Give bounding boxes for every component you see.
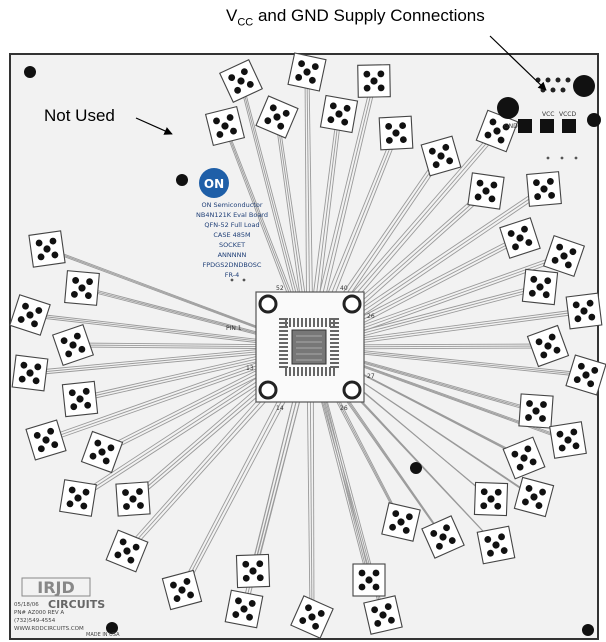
connector-socket — [526, 171, 562, 207]
vcc-arrow — [489, 35, 547, 91]
connector-socket — [51, 323, 95, 367]
mounting-hole — [582, 624, 594, 636]
mounting-hole — [176, 174, 188, 186]
connector-socket — [352, 563, 386, 597]
connector-socket — [502, 436, 546, 480]
connector-socket — [467, 172, 505, 210]
connector-socket — [287, 52, 327, 92]
connector-socket — [381, 502, 421, 542]
pin-label: 26 — [367, 313, 375, 320]
connector-socket — [80, 430, 124, 474]
connector-socket — [513, 476, 555, 518]
pin-label: 52 — [276, 285, 284, 292]
connector-socket — [161, 569, 203, 611]
supply-pad-vccd — [562, 119, 576, 133]
board-label-line: FR-4 — [225, 271, 239, 279]
board-label-line: CASE 485M — [213, 231, 250, 239]
qfn-pattern — [296, 335, 322, 361]
supply-hole — [573, 75, 595, 97]
connector-socket — [25, 419, 67, 461]
connector-socket — [565, 292, 603, 330]
trace-lines — [27, 69, 589, 620]
connector-socket — [476, 525, 516, 565]
connector-socket — [11, 354, 49, 392]
small-dots — [230, 156, 578, 282]
mounting-hole — [410, 462, 422, 474]
supply-hole — [497, 97, 519, 119]
connector-socket — [357, 64, 391, 98]
connector-socket — [290, 595, 334, 639]
connector-socket — [61, 380, 99, 418]
notused-arrow — [135, 117, 173, 135]
connector-socket — [521, 268, 559, 306]
vcc-gnd-annotation: VCC and GND Supply Connections — [226, 6, 485, 28]
connector-socket — [473, 481, 509, 517]
pin-label: PIN 1 — [226, 325, 242, 332]
chip-pins — [279, 318, 339, 376]
footer-line: WWW.RDDCIRCUITS.COM — [14, 626, 84, 632]
connector-socket — [542, 234, 586, 278]
socket-mount-holes — [258, 294, 362, 400]
pin-label: 26 — [340, 405, 348, 412]
pad-label-gnd: GND — [504, 123, 518, 130]
connector-socket — [64, 270, 100, 306]
board-label-line: SOCKET — [219, 241, 245, 249]
board-label-line: ANNNNN — [218, 251, 247, 259]
connector-socket — [204, 105, 246, 147]
connector-socket — [224, 589, 264, 629]
qfn-package — [291, 329, 327, 365]
pad-label-vccd: VCCD — [559, 111, 576, 118]
maker-name: CIRCUITS — [48, 598, 105, 611]
on-logo — [199, 168, 229, 198]
connector-socket — [549, 421, 587, 459]
connector-socket — [115, 481, 151, 517]
mounting-hole — [24, 66, 36, 78]
not-used-annotation: Not Used — [44, 106, 115, 125]
connector-socket — [378, 115, 414, 151]
connector-socket — [28, 230, 66, 268]
connector-socket — [59, 479, 97, 517]
board-label-line: FPDGS2DNDBOSC — [203, 261, 262, 269]
pin-label: 27 — [367, 373, 375, 380]
connector-socket — [565, 354, 606, 396]
supply-pad-gnd — [518, 119, 532, 133]
board-label-line: QFN-52 Full Load — [204, 221, 259, 229]
connector-socket — [255, 95, 299, 139]
maker-logo-text: IRJD — [37, 578, 75, 597]
connector-socket — [518, 393, 554, 429]
connector-socket — [526, 324, 570, 368]
pin-label: 40 — [340, 285, 348, 292]
board-label-line: NB4N121K Eval Board — [196, 211, 268, 219]
pin-label: 14 — [276, 405, 284, 412]
connector-socket — [9, 294, 51, 336]
connector-socket — [421, 515, 465, 559]
connector-socket — [363, 595, 403, 635]
footer-line: PN# AZ000 REV A — [14, 610, 64, 616]
pin-label: 13 — [246, 365, 254, 372]
mounting-hole — [106, 622, 118, 634]
made-in-label: MADE IN USA — [86, 632, 120, 638]
connector-socket — [420, 135, 462, 177]
connector-socket — [219, 59, 263, 103]
connector-socket — [319, 94, 359, 134]
maker-logo: IRJD — [21, 577, 91, 597]
vcc-subscript: CC — [237, 16, 254, 29]
footer-line: 05/18/06 — [14, 602, 39, 608]
vcc-rest: and GND Supply Connections — [253, 6, 485, 25]
supply-pad-vcc — [540, 119, 554, 133]
pad-label-vcc: VCC — [542, 111, 554, 118]
on-logo-text: ON — [204, 177, 224, 191]
connector-sockets — [9, 52, 606, 639]
vcc-prefix: V — [226, 6, 238, 25]
board-label-line: ON Semiconductor — [202, 201, 263, 209]
footer-line: (732)549-4554 — [14, 618, 56, 624]
connector-socket — [499, 217, 541, 259]
mounting-hole — [587, 113, 601, 127]
connector-socket — [105, 529, 149, 573]
connector-socket — [235, 553, 271, 589]
